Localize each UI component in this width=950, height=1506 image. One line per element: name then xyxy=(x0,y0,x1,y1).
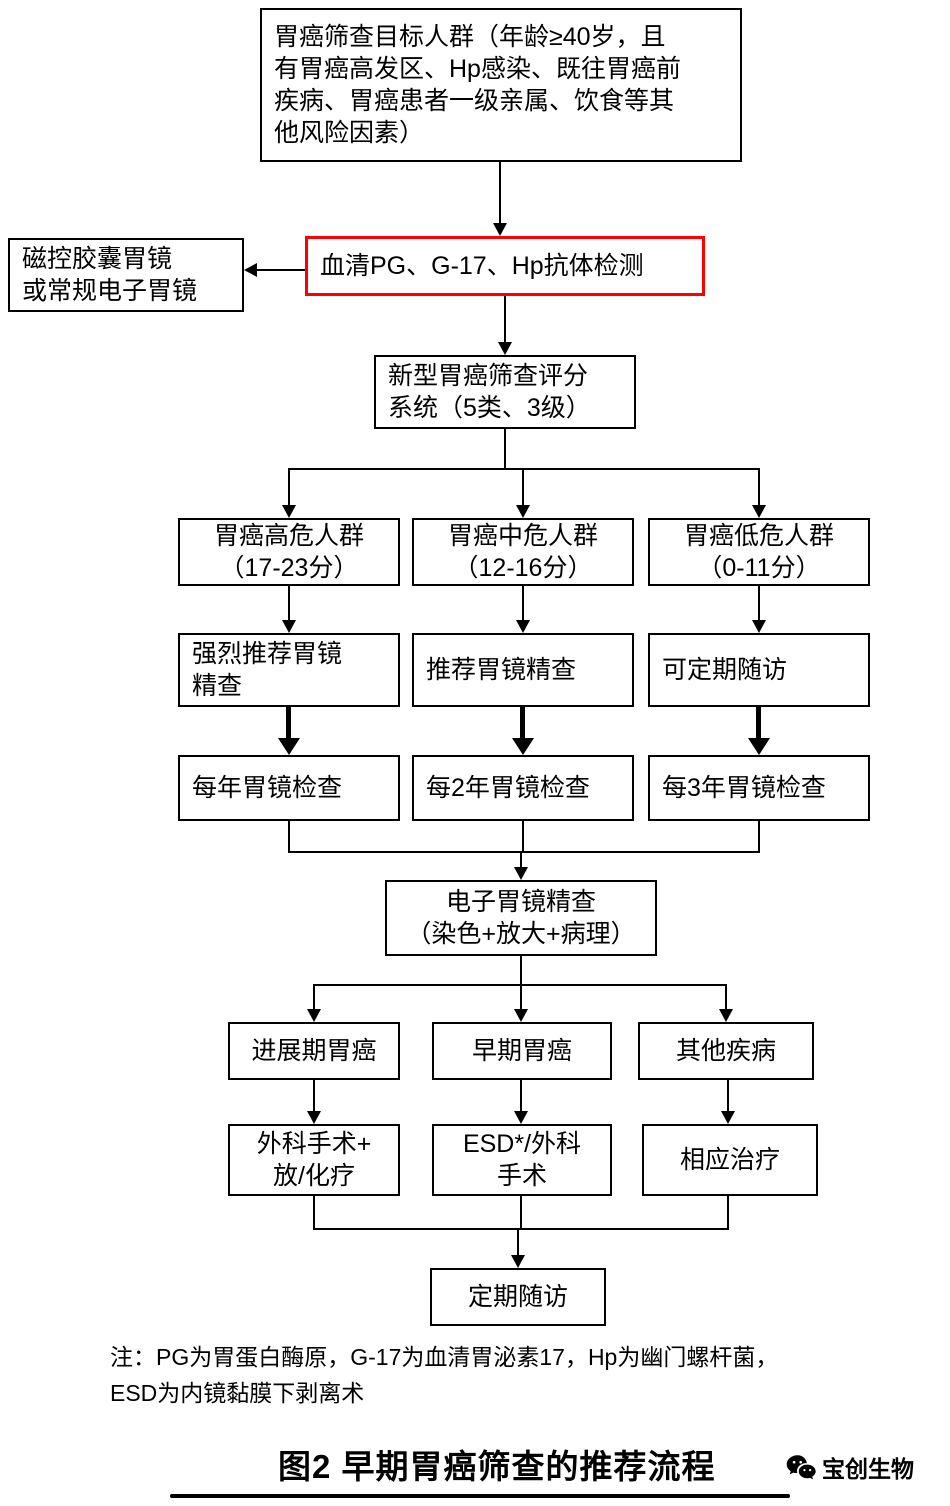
arrow-down-icon xyxy=(498,342,512,355)
box-scoring-system: 新型胃癌筛查评分 系统（5类、3级） xyxy=(374,355,636,429)
arrow-down-icon xyxy=(282,620,296,633)
connector-line xyxy=(522,468,524,506)
arrow-down-icon xyxy=(512,738,534,755)
connector-line xyxy=(257,269,305,271)
arrow-down-icon xyxy=(514,1111,528,1124)
box-low-risk-action: 可定期随访 xyxy=(648,633,870,707)
connector-line xyxy=(758,821,760,853)
box-advanced-cancer: 进展期胃癌 xyxy=(228,1022,400,1080)
box-target-population: 胃癌筛查目标人群（年龄≥40岁，且 有胃癌高发区、Hp感染、既往胃癌前 疾病、胃… xyxy=(260,8,742,162)
connector-line xyxy=(758,586,760,622)
box-high-risk-action: 强烈推荐胃镜 精查 xyxy=(178,633,400,707)
connector-line xyxy=(313,1196,315,1230)
connector-line xyxy=(522,586,524,622)
box-regular-followup: 定期随访 xyxy=(430,1268,606,1326)
connector-line xyxy=(517,1228,519,1256)
connector-line xyxy=(313,984,315,1010)
connector-line xyxy=(286,707,291,741)
box-capsule-endoscopy: 磁控胶囊胃镜 或常规电子胃镜 xyxy=(8,238,244,312)
arrow-down-icon xyxy=(514,867,528,880)
box-early-treatment: ESD*/外科 手术 xyxy=(432,1124,612,1196)
arrow-down-icon xyxy=(511,1255,525,1268)
arrow-down-icon xyxy=(719,1009,733,1022)
connector-line xyxy=(725,984,727,1010)
figure-caption: 图2 早期胃癌筛查的推荐流程 xyxy=(278,1448,716,1485)
connector-line xyxy=(504,296,506,344)
figure-note: 注：PG为胃蛋白酶原，G-17为血清胃泌素17，Hp为幽门螺杆菌， ESD为内镜… xyxy=(110,1344,779,1406)
connector-line xyxy=(288,586,290,622)
arrow-down-icon xyxy=(516,505,530,518)
arrow-left-icon xyxy=(244,263,257,277)
connector-line xyxy=(520,851,522,869)
box-medium-risk: 胃癌中危人群 （12-16分） xyxy=(412,518,634,586)
arrow-down-icon xyxy=(721,1111,735,1124)
connector-line xyxy=(288,851,760,853)
connector-line xyxy=(758,468,760,506)
arrow-down-icon xyxy=(493,223,507,236)
box-detailed-endoscopy: 电子胃镜精查 （染色+放大+病理） xyxy=(385,880,657,956)
connector-line xyxy=(727,1080,729,1112)
arrow-down-icon xyxy=(307,1009,321,1022)
arrow-down-icon xyxy=(282,505,296,518)
connector-line xyxy=(520,707,525,741)
box-early-cancer: 早期胃癌 xyxy=(432,1022,612,1080)
wechat-logo-icon xyxy=(786,1454,818,1481)
brand-name: 宝创生物 xyxy=(822,1456,914,1482)
arrow-down-icon xyxy=(278,738,300,755)
brand-badge: 宝创生物 xyxy=(786,1450,914,1484)
box-high-risk-interval: 每年胃镜检查 xyxy=(178,755,400,821)
arrow-down-icon xyxy=(516,620,530,633)
box-medium-risk-interval: 每2年胃镜检查 xyxy=(412,755,634,821)
arrow-down-icon xyxy=(752,620,766,633)
arrow-down-icon xyxy=(748,738,770,755)
arrow-down-icon xyxy=(307,1111,321,1124)
box-high-risk: 胃癌高危人群 （17-23分） xyxy=(178,518,400,586)
connector-line xyxy=(756,707,761,741)
connector-line xyxy=(499,162,501,226)
arrow-down-icon xyxy=(752,505,766,518)
connector-line xyxy=(313,1228,729,1230)
connector-line xyxy=(520,984,522,1010)
bottom-divider xyxy=(170,1494,790,1498)
connector-line xyxy=(504,429,506,470)
connector-line xyxy=(520,1080,522,1112)
connector-line xyxy=(727,1196,729,1230)
box-low-risk: 胃癌低危人群 （0-11分） xyxy=(648,518,870,586)
connector-line xyxy=(313,1080,315,1112)
box-advanced-treatment: 外科手术+ 放/化疗 xyxy=(228,1124,400,1196)
box-serum-test: 血清PG、G-17、Hp抗体检测 xyxy=(305,236,705,296)
box-other-treatment: 相应治疗 xyxy=(642,1124,818,1196)
box-medium-risk-action: 推荐胃镜精查 xyxy=(412,633,634,707)
connector-line xyxy=(288,468,290,506)
connector-line xyxy=(288,468,760,470)
box-other-disease: 其他疾病 xyxy=(638,1022,814,1080)
box-low-risk-interval: 每3年胃镜检查 xyxy=(648,755,870,821)
connector-line xyxy=(288,821,290,853)
arrow-down-icon xyxy=(514,1009,528,1022)
connector-line xyxy=(522,821,524,853)
connector-line xyxy=(520,1196,522,1230)
connector-line xyxy=(520,956,522,986)
